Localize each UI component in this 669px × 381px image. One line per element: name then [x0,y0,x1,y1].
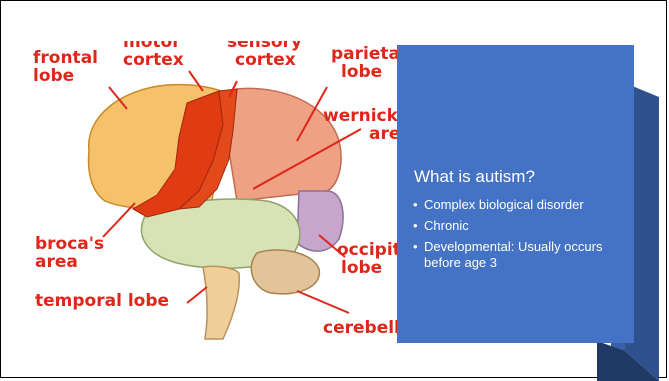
bullet-item: Complex biological disorder [410,197,615,213]
panel-title: What is autism? [414,167,535,187]
content-panel: What is autism? Complex biological disor… [397,45,634,343]
bullet-item: Developmental: Usually occurs before age… [410,239,615,271]
temporal-lobe-label: temporal lobe [35,291,169,311]
brainstem-shape [203,266,239,339]
bullet-item: Chronic [410,218,615,234]
cerebellum-shape [251,250,319,294]
bullet-list: Complex biological disorder Chronic Deve… [410,197,615,276]
